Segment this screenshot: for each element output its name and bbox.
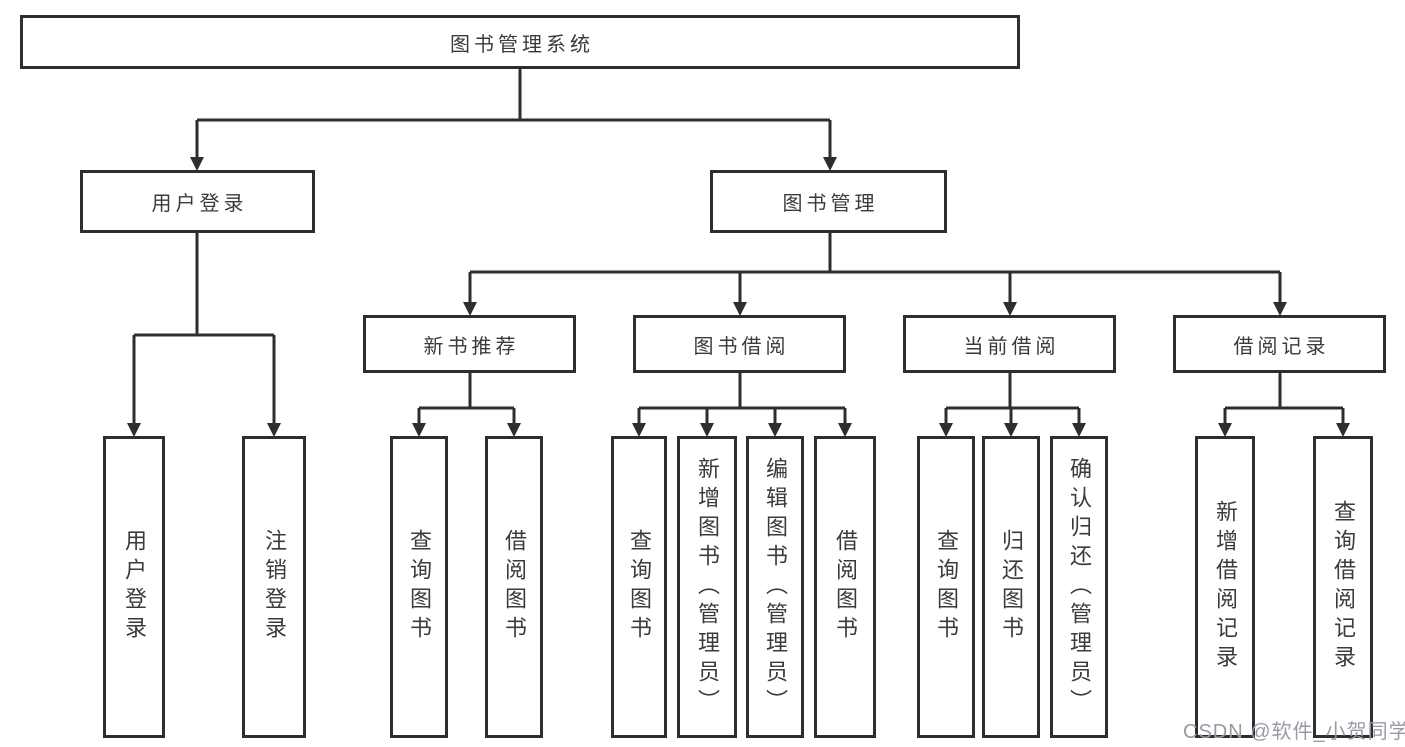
leaf-return-books: 归还图书 [982,436,1040,738]
leaf-add-borrow-record-label: 新增借阅记录 [1213,500,1238,674]
leaf-add-borrow-record: 新增借阅记录 [1195,436,1255,738]
leaf-query-borrow-record-label: 查询借阅记录 [1331,500,1356,674]
leaf-query-borrow-record: 查询借阅记录 [1313,436,1373,738]
csdn-watermark: CSDN @软件_小贺同学 [1183,721,1405,743]
node-new-book-recommend: 新书推荐 [363,315,576,373]
leaf-user-login: 用户登录 [103,436,165,738]
leaf-add-books-admin: 新增图书（管理员） [677,436,737,738]
leaf-current-query-books-label: 查询图书 [934,529,959,645]
leaf-current-query-books: 查询图书 [917,436,975,738]
leaf-borrow-books: 借阅图书 [814,436,876,738]
leaf-edit-books-admin-label: 编辑图书（管理员） [763,456,788,718]
leaf-borrow-query-books: 查询图书 [611,436,667,738]
leaf-logout-label: 注销登录 [262,529,287,645]
leaf-recommend-borrow-books: 借阅图书 [485,436,543,738]
leaf-borrow-books-label: 借阅图书 [833,529,858,645]
node-root-system: 图书管理系统 [20,15,1020,69]
node-current-borrow: 当前借阅 [903,315,1116,373]
node-user-login: 用户登录 [80,170,315,233]
leaf-confirm-return-admin-label: 确认归还（管理员） [1067,456,1092,718]
leaf-edit-books-admin: 编辑图书（管理员） [746,436,804,738]
leaf-return-books-label: 归还图书 [999,529,1024,645]
node-book-borrow: 图书借阅 [633,315,846,373]
leaf-recommend-query-books: 查询图书 [390,436,448,738]
node-borrow-records: 借阅记录 [1173,315,1386,373]
node-book-management: 图书管理 [710,170,947,233]
leaf-logout: 注销登录 [242,436,306,738]
leaf-user-login-label: 用户登录 [122,529,147,645]
leaf-recommend-borrow-books-label: 借阅图书 [502,529,527,645]
arrowhead-icons [127,157,1350,437]
leaf-confirm-return-admin: 确认归还（管理员） [1050,436,1108,738]
leaf-borrow-query-books-label: 查询图书 [627,529,652,645]
leaf-recommend-query-books-label: 查询图书 [407,529,432,645]
leaf-add-books-admin-label: 新增图书（管理员） [695,456,720,718]
